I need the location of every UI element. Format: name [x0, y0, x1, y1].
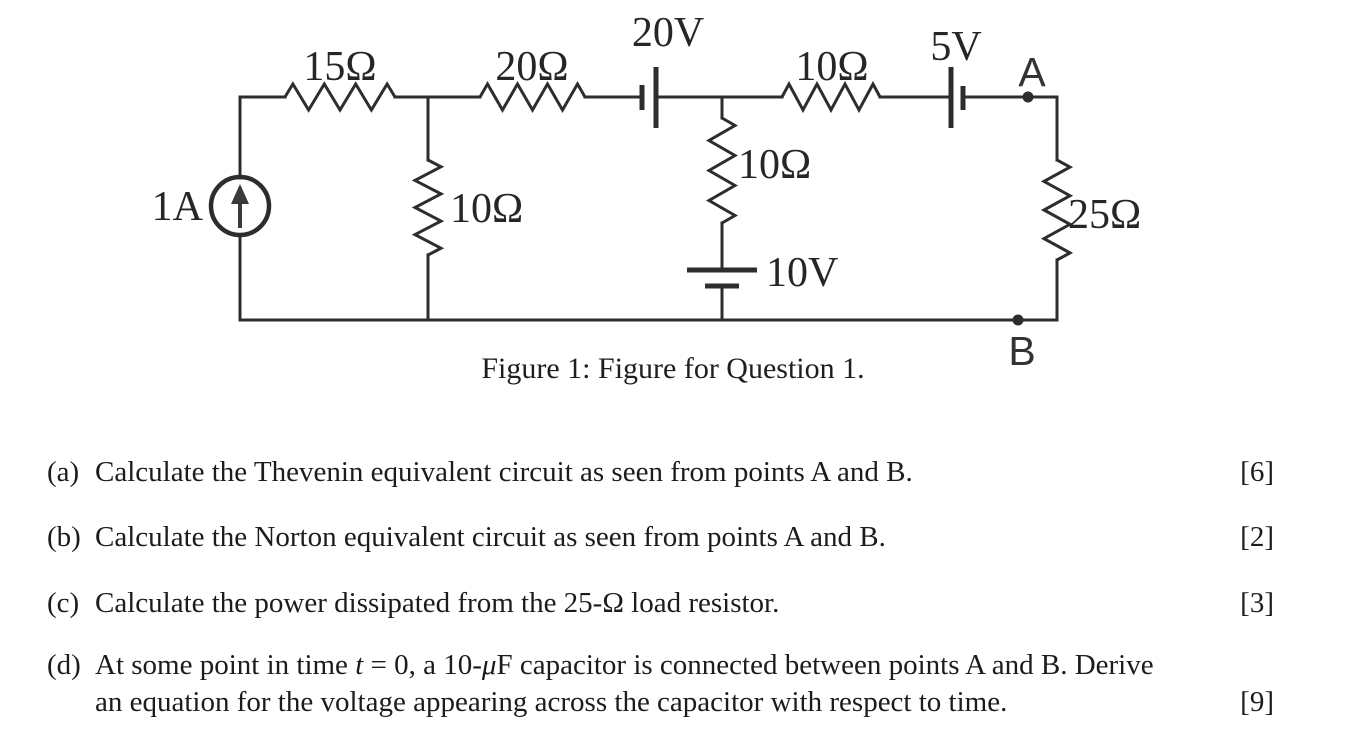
terminal-a-dot [1022, 91, 1034, 103]
label-resistor-15ohm: 15Ω [303, 44, 376, 90]
question-d-var-mu: μ [481, 649, 497, 681]
resistor-25ohm-load [1040, 158, 1074, 262]
label-resistor-10ohm-series: 10Ω [795, 44, 868, 90]
question-d-label: (d) [47, 649, 81, 681]
question-d-seg-c: F capacitor is connected between points … [496, 649, 1154, 681]
label-resistor-25ohm-load: 25Ω [1068, 192, 1141, 238]
terminal-b-label: B [1008, 328, 1035, 374]
resistor-15ohm [283, 81, 397, 113]
label-current-source: 1A [152, 184, 204, 230]
question-a-text: Calculate the Thevenin equivalent circui… [95, 456, 913, 488]
label-battery-5v: 5V [930, 24, 981, 70]
question-c-label: (c) [47, 587, 80, 619]
question-b-label: (b) [47, 521, 81, 553]
circuit-wires [238, 95, 1059, 322]
question-b-marks: [2] [1240, 521, 1274, 553]
question-a-label: (a) [47, 456, 80, 488]
question-d-seg-a: At some point in time [95, 649, 356, 681]
resistor-10ohm-mid [705, 116, 739, 225]
current-source-symbol [208, 174, 272, 238]
question-a-marks: [6] [1240, 456, 1274, 488]
circuit-figure: 15Ω 20Ω 20V 10Ω 5V 1A 10Ω 10Ω 10V 25Ω A … [152, 10, 1142, 374]
question-d-marks: [9] [1240, 686, 1274, 718]
label-resistor-10ohm-left: 10Ω [450, 186, 523, 232]
battery-10v [687, 267, 757, 289]
label-battery-20v: 20V [632, 10, 704, 56]
terminal-b-dot [1012, 314, 1024, 326]
label-resistor-10ohm-mid: 10Ω [738, 142, 811, 188]
question-d-seg-b: = 0, a 10- [363, 649, 482, 681]
resistor-10ohm-series [780, 80, 882, 114]
question-a: (a) Calculate the Thevenin equivalent ci… [47, 454, 1274, 491]
question-d-text: At some point in time t = 0, a 10-μF cap… [95, 647, 1240, 721]
resistor-10ohm-left [411, 158, 445, 257]
battery-5v [948, 67, 966, 128]
question-b-text: Calculate the Norton equivalent circuit … [95, 521, 886, 553]
question-d: (d) At some point in time t = 0, a 10-μF… [47, 647, 1274, 721]
battery-20v [639, 67, 659, 128]
resistor-20ohm [478, 80, 587, 114]
question-c: (c) Calculate the power dissipated from … [47, 585, 1274, 622]
question-c-marks: [3] [1240, 587, 1274, 619]
question-c-text: Calculate the power dissipated from the … [95, 587, 780, 619]
question-d-var-t: t [355, 649, 364, 681]
terminal-a-label: A [1018, 49, 1046, 95]
label-resistor-20ohm: 20Ω [495, 44, 568, 90]
question-d-line2: an equation for the voltage appearing ac… [95, 686, 1008, 718]
question-b: (b) Calculate the Norton equivalent circ… [47, 519, 1274, 556]
label-battery-10v: 10V [766, 250, 838, 296]
figure-caption: Figure 1: Figure for Question 1. [481, 352, 865, 385]
